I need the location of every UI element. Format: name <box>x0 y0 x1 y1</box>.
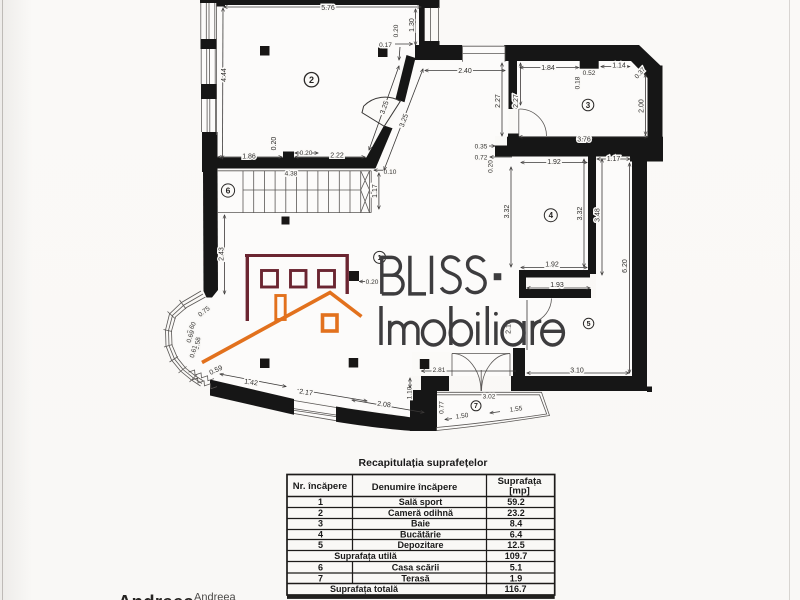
svg-text:7: 7 <box>474 403 478 410</box>
svg-text:6: 6 <box>226 186 231 196</box>
svg-text:[mp]: [mp] <box>509 486 530 497</box>
svg-text:1.17: 1.17 <box>607 156 621 163</box>
svg-text:3.32: 3.32 <box>577 207 584 221</box>
svg-text:0.52: 0.52 <box>583 70 596 77</box>
svg-text:0.20: 0.20 <box>366 279 379 286</box>
svg-text:2: 2 <box>309 75 314 85</box>
svg-text:2.40: 2.40 <box>458 68 472 75</box>
svg-text:3.32: 3.32 <box>504 205 511 219</box>
svg-text:116.7: 116.7 <box>504 584 526 594</box>
svg-text:1.17: 1.17 <box>372 184 379 198</box>
svg-text:59.2: 59.2 <box>507 497 525 507</box>
svg-text:8.4: 8.4 <box>510 519 523 529</box>
svg-text:Andreea: Andreea <box>118 591 195 600</box>
svg-text:1.92: 1.92 <box>545 261 559 268</box>
svg-text:0.58: 0.58 <box>194 336 203 350</box>
svg-text:1: 1 <box>318 497 323 507</box>
svg-text:1.9: 1.9 <box>510 573 523 583</box>
svg-text:4.38: 4.38 <box>285 171 298 178</box>
svg-text:7: 7 <box>318 573 323 583</box>
svg-text:1.86: 1.86 <box>242 153 256 160</box>
svg-text:Recapitulația suprafețelor: Recapitulația suprafețelor <box>359 457 488 469</box>
svg-text:2: 2 <box>318 508 323 518</box>
svg-text:3.02: 3.02 <box>483 394 496 401</box>
svg-text:Nr. încăpere: Nr. încăpere <box>293 481 347 492</box>
svg-text:2.10: 2.10 <box>506 320 513 334</box>
svg-text:1.14: 1.14 <box>612 62 626 69</box>
svg-text:109.7: 109.7 <box>505 551 528 561</box>
svg-text:1.10: 1.10 <box>407 386 414 399</box>
svg-text:0.18: 0.18 <box>575 76 582 89</box>
svg-text:Suprafața totală: Suprafața totală <box>330 584 399 594</box>
svg-text:Depozitare: Depozitare <box>397 540 443 550</box>
svg-text:3: 3 <box>586 101 591 110</box>
svg-text:3.76: 3.76 <box>577 136 591 143</box>
svg-text:Casa scării: Casa scării <box>392 562 440 572</box>
svg-text:5.76: 5.76 <box>321 5 335 12</box>
svg-text:1.92: 1.92 <box>547 159 561 166</box>
svg-text:1.84: 1.84 <box>541 65 555 72</box>
svg-text:0.20: 0.20 <box>271 137 278 151</box>
svg-text:6: 6 <box>318 562 323 572</box>
svg-text:Suprafața: Suprafața <box>498 476 543 487</box>
svg-text:3.48: 3.48 <box>595 208 602 222</box>
svg-text:2.00: 2.00 <box>639 99 646 113</box>
svg-text:12.5: 12.5 <box>507 540 525 550</box>
svg-text:4: 4 <box>318 529 323 539</box>
svg-text:1.50: 1.50 <box>455 412 469 421</box>
svg-text:0.10: 0.10 <box>384 169 397 176</box>
svg-text:4: 4 <box>549 211 554 220</box>
svg-text:Sală sport: Sală sport <box>399 497 443 507</box>
svg-text:2.43: 2.43 <box>219 247 226 261</box>
svg-text:2.27: 2.27 <box>495 94 502 108</box>
svg-text:0.20: 0.20 <box>488 160 495 173</box>
svg-text:1: 1 <box>378 253 382 262</box>
svg-text:2.27: 2.27 <box>513 94 520 108</box>
svg-text:Terasă: Terasă <box>401 573 430 583</box>
svg-text:2.81: 2.81 <box>433 367 446 374</box>
svg-text:0.72: 0.72 <box>475 155 488 162</box>
svg-text:5.1: 5.1 <box>510 562 523 572</box>
svg-text:1.55: 1.55 <box>509 405 523 414</box>
svg-text:0.20: 0.20 <box>393 24 400 37</box>
svg-text:23.2: 23.2 <box>507 508 525 518</box>
svg-text:4.44: 4.44 <box>221 68 228 82</box>
svg-text:Andreea: Andreea <box>194 592 236 600</box>
svg-text:5: 5 <box>318 540 323 550</box>
svg-text:Cameră odihnă: Cameră odihnă <box>388 508 454 518</box>
svg-text:1.93: 1.93 <box>550 282 564 289</box>
svg-text:6.20: 6.20 <box>622 259 629 273</box>
svg-text:Baie: Baie <box>411 519 430 529</box>
svg-text:Suprafața utilă: Suprafața utilă <box>334 551 398 561</box>
svg-text:1.30: 1.30 <box>409 18 416 32</box>
svg-text:2.08: 2.08 <box>377 401 391 410</box>
svg-text:3: 3 <box>318 519 323 529</box>
svg-text:Denumire încăpere: Denumire încăpere <box>372 482 458 493</box>
svg-text:0.17: 0.17 <box>379 42 392 49</box>
svg-text:0.20: 0.20 <box>300 150 313 157</box>
svg-text:0.35: 0.35 <box>475 144 488 151</box>
svg-text:6.4: 6.4 <box>510 529 523 539</box>
svg-text:3.10: 3.10 <box>570 367 584 374</box>
svg-text:2.22: 2.22 <box>330 152 344 159</box>
svg-text:0.77: 0.77 <box>439 401 446 414</box>
svg-text:5: 5 <box>587 321 591 328</box>
svg-text:Bucătărie: Bucătărie <box>400 529 441 539</box>
